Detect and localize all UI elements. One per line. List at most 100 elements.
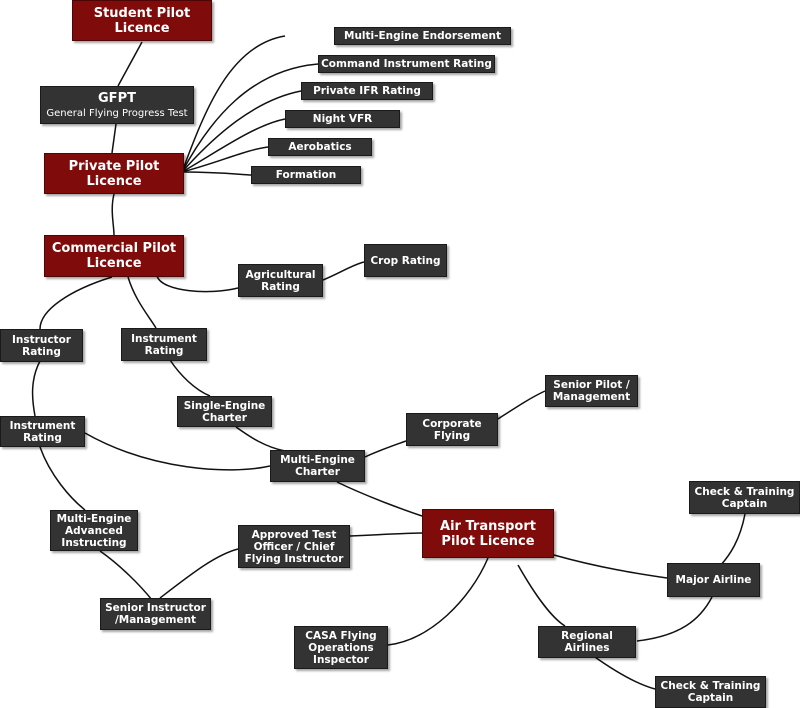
- node-line: Licence: [114, 20, 170, 36]
- node-line: Agricultural: [245, 268, 316, 281]
- node-line: Instructor: [12, 333, 71, 346]
- connector: [336, 481, 423, 517]
- node-student-pilot-licence: Student Pilot Licence: [72, 0, 212, 41]
- node-line: GFPT: [98, 90, 136, 106]
- node-instructor-rating: Instructor Rating: [0, 329, 83, 362]
- connector: [349, 532, 423, 537]
- connector: [181, 63, 319, 173]
- connector: [39, 276, 113, 330]
- node-line: Major Airline: [675, 574, 752, 586]
- node-line: Check & Training: [660, 680, 761, 692]
- connector: [719, 513, 746, 567]
- connector: [387, 557, 489, 646]
- node-multi-engine-advanced-instructing: Multi-Engine Advanced Instructing: [50, 510, 138, 551]
- node-line: Captain: [687, 692, 734, 704]
- node-line: Private Pilot: [68, 158, 160, 174]
- connector: [159, 548, 239, 599]
- connector: [181, 171, 252, 176]
- connector: [127, 276, 157, 329]
- connector: [111, 193, 115, 236]
- node-line: Inspector: [313, 653, 369, 666]
- node-line: Senior Pilot /: [553, 379, 630, 391]
- node-line: Air Transport: [440, 518, 536, 534]
- node-instrument-rating: Instrument Rating: [121, 328, 207, 361]
- node-line: Multi-Engine Endorsement: [344, 30, 501, 42]
- node-gfpt: GFPT General Flying Progress Test: [40, 86, 194, 124]
- node-line: Officer / Chief: [253, 540, 335, 553]
- connector: [181, 118, 286, 173]
- node-agricultural-rating: Agricultural Rating: [238, 264, 323, 297]
- node-line: Aerobatics: [288, 141, 352, 153]
- connector: [181, 35, 286, 173]
- node-line: Night VFR: [312, 113, 373, 125]
- node-line: Management: [552, 391, 631, 403]
- connector: [636, 596, 713, 642]
- node-line: Instrument: [131, 332, 197, 345]
- node-corporate-flying: Corporate Flying: [406, 413, 498, 446]
- node-line: Airlines: [564, 642, 610, 654]
- connector: [517, 564, 566, 627]
- node-line: Corporate: [422, 417, 482, 430]
- node-command-instrument-rating: Command Instrument Rating: [318, 55, 495, 73]
- node-check-training-captain: Check & Training Captain: [689, 481, 800, 514]
- connector: [39, 446, 86, 511]
- node-line: Flying Instructor: [244, 552, 344, 565]
- node-line: Licence: [86, 256, 142, 271]
- node-line: Multi-Engine: [280, 454, 355, 466]
- connector: [117, 41, 143, 87]
- connector: [156, 275, 239, 293]
- node-line: Senior Instructor: [105, 602, 206, 614]
- node-casa-flying-operations-inspector: CASA Flying Operations Inspector: [294, 626, 388, 669]
- node-line: Flying: [433, 429, 471, 442]
- node-line: Licence: [86, 173, 142, 189]
- node-line: Rating: [23, 431, 62, 444]
- node-air-transport-pilot-licence: Air Transport Pilot Licence: [422, 509, 554, 558]
- node-multi-engine-charter: Multi-Engine Charter: [270, 450, 365, 482]
- node-aerobatics: Aerobatics: [268, 138, 372, 156]
- node-private-ifr-rating: Private IFR Rating: [301, 82, 433, 100]
- node-line: Pilot Licence: [441, 533, 535, 549]
- node-line: Student Pilot: [93, 5, 191, 21]
- node-line: Regional: [561, 630, 613, 642]
- node-line: Private IFR Rating: [313, 85, 421, 97]
- node-major-airline: Major Airline: [667, 563, 760, 597]
- node-multi-engine-endorsement: Multi-Engine Endorsement: [334, 27, 511, 45]
- node-line: CASA Flying: [305, 629, 377, 642]
- connector: [181, 90, 302, 173]
- node-line: Single-Engine: [183, 399, 266, 412]
- node-line: Approved Test: [251, 528, 337, 541]
- node-line: Rating: [22, 345, 61, 358]
- node-single-engine-charter: Single-Engine Charter: [177, 396, 272, 427]
- node-line: Formation: [275, 169, 337, 181]
- connector: [99, 550, 153, 601]
- node-commercial-pilot-licence: Commercial Pilot Licence: [44, 235, 184, 277]
- node-line: Check & Training: [694, 485, 795, 498]
- connector: [235, 426, 286, 452]
- node-line: Command Instrument Rating: [321, 58, 492, 70]
- node-line: Advanced: [65, 524, 123, 537]
- node-night-vfr: Night VFR: [285, 110, 400, 128]
- node-line: Commercial Pilot: [51, 241, 177, 256]
- connector: [169, 359, 211, 397]
- node-line: Charter: [295, 466, 340, 478]
- node-line: /Management: [114, 614, 197, 626]
- node-line: Operations: [308, 641, 374, 654]
- node-line: Instructing: [61, 536, 127, 549]
- node-line: Captain: [721, 497, 768, 510]
- connector: [111, 123, 117, 154]
- node-subtitle: General Flying Progress Test: [46, 107, 188, 119]
- connector: [553, 554, 668, 579]
- node-senior-instructor-management: Senior Instructor /Management: [100, 598, 211, 630]
- node-line: Rating: [144, 344, 184, 357]
- node-check-training-captain: Check & Training Captain: [655, 676, 766, 708]
- node-line: Rating: [261, 280, 300, 293]
- node-private-pilot-licence: Private Pilot Licence: [44, 153, 184, 194]
- connector: [364, 440, 407, 458]
- node-line: Charter: [202, 411, 247, 424]
- connector: [31, 360, 41, 417]
- node-approved-test-officer: Approved Test Officer / Chief Flying Ins…: [238, 525, 350, 568]
- node-regional-airlines: Regional Airlines: [538, 626, 636, 658]
- node-instrument-rating: Instrument Rating: [0, 416, 85, 447]
- node-crop-rating: Crop Rating: [364, 244, 447, 277]
- connector: [322, 261, 365, 281]
